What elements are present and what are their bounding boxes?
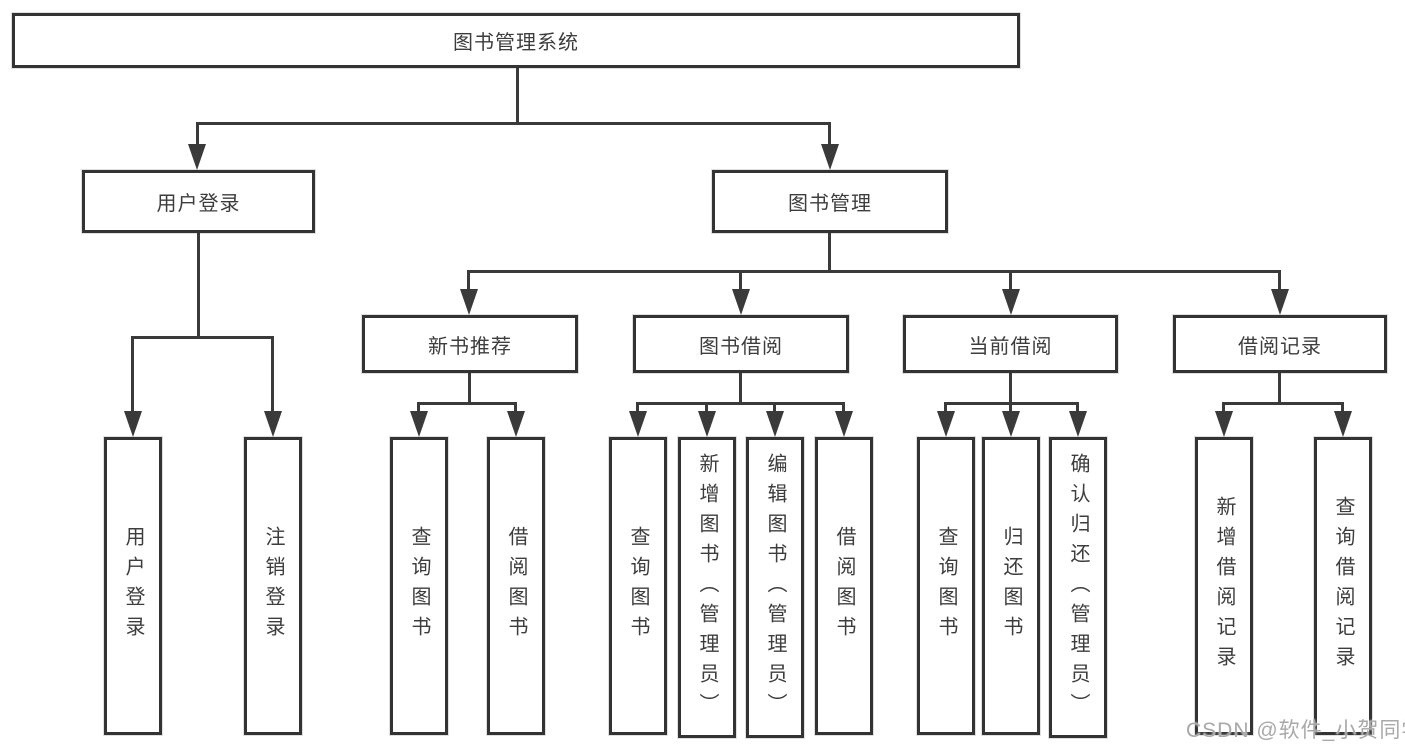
leaf-query-borrow-record: 查询借阅记录: [1314, 437, 1372, 735]
arrow-down-icon: [1069, 411, 1087, 437]
arrow-down-icon: [460, 289, 478, 315]
arrow-down-icon: [507, 411, 525, 437]
arrow-down-icon: [1002, 411, 1020, 437]
connector-level3-rail: [467, 270, 1280, 273]
leaf-query-books-borrow: 查询图书: [609, 437, 667, 735]
leaf-query-books-rec: 查询图书: [390, 437, 448, 735]
leaf-borrow-books-borrow: 借阅图书: [815, 437, 873, 735]
arrow-down-icon: [732, 289, 750, 315]
connector-leaf-drop: [1222, 402, 1225, 413]
connector-level3-drop: [1278, 270, 1281, 291]
connector-leaf-drop: [944, 402, 947, 413]
arrow-down-icon: [124, 411, 142, 437]
connector-leaf-drop: [131, 336, 134, 413]
arrow-down-icon: [1215, 411, 1233, 437]
node-root: 图书管理系统: [12, 13, 1020, 68]
connector-new-book-rec-rail: [417, 402, 517, 405]
connector-leaf-drop: [842, 402, 845, 413]
node-current-borrow: 当前借阅: [903, 315, 1118, 373]
arrow-down-icon: [1271, 289, 1289, 315]
csdn-watermark: CSDN @软件_小贺同学: [1186, 719, 1405, 742]
arrow-down-icon: [188, 144, 206, 170]
leaf-logout: 注销登录: [244, 437, 302, 735]
arrow-down-icon: [821, 144, 839, 170]
node-borrow-records: 借阅记录: [1173, 315, 1387, 373]
connector-borrow-records-stem: [1278, 373, 1281, 404]
leaf-user-login: 用户登录: [104, 437, 162, 735]
connector-level3-drop: [1009, 270, 1012, 291]
connector-book-borrow-stem: [739, 373, 742, 404]
connector-new-book-rec-stem: [468, 373, 471, 404]
arrow-down-icon: [1334, 411, 1352, 437]
node-user-login: 用户登录: [82, 170, 315, 233]
leaf-edit-book-admin: 编辑图书（管理员）: [746, 437, 804, 738]
node-book-mgmt: 图书管理: [712, 170, 948, 233]
connector-book-mgmt-drop: [828, 122, 831, 148]
connector-root-stem: [516, 68, 519, 122]
arrow-down-icon: [629, 411, 647, 437]
connector-borrow-records-rail: [1222, 402, 1344, 405]
connector-leaf-drop: [1009, 402, 1012, 413]
connector-leaf-drop: [417, 402, 420, 413]
connector-leaf-drop: [636, 402, 639, 413]
leaf-add-book-admin: 新增图书（管理员）: [678, 437, 736, 738]
leaf-query-books-current: 查询图书: [917, 437, 975, 735]
arrow-down-icon: [937, 411, 955, 437]
connector-level3-drop: [467, 270, 470, 291]
connector-current-borrow-stem: [1009, 373, 1012, 404]
connector-leaf-drop: [1341, 402, 1344, 413]
arrow-down-icon: [766, 411, 784, 437]
leaf-add-borrow-record: 新增借阅记录: [1195, 437, 1253, 735]
connector-user-login-rail: [131, 336, 274, 339]
node-new-book-rec: 新书推荐: [362, 315, 578, 373]
arrow-down-icon: [264, 411, 282, 437]
connector-book-borrow-rail: [636, 402, 845, 405]
node-book-borrow: 图书借阅: [633, 315, 849, 373]
connector-leaf-drop: [514, 402, 517, 413]
connector-book-mgmt-stem: [828, 233, 831, 272]
arrow-down-icon: [835, 411, 853, 437]
arrow-down-icon: [1002, 289, 1020, 315]
leaf-return-book: 归还图书: [982, 437, 1040, 735]
leaf-confirm-return-admin: 确认归还（管理员）: [1049, 437, 1107, 738]
arrow-down-icon: [410, 411, 428, 437]
connector-leaf-drop: [773, 402, 776, 413]
connector-leaf-drop: [705, 402, 708, 413]
arrow-down-icon: [698, 411, 716, 437]
connector-user-login-drop: [196, 122, 199, 148]
connector-level3-drop: [739, 270, 742, 291]
connector-leaf-drop: [1076, 402, 1079, 413]
connector-level2-rail: [196, 122, 831, 125]
leaf-borrow-books-rec: 借阅图书: [487, 437, 545, 735]
connector-user-login-stem: [197, 233, 200, 338]
connector-leaf-drop: [271, 336, 274, 413]
